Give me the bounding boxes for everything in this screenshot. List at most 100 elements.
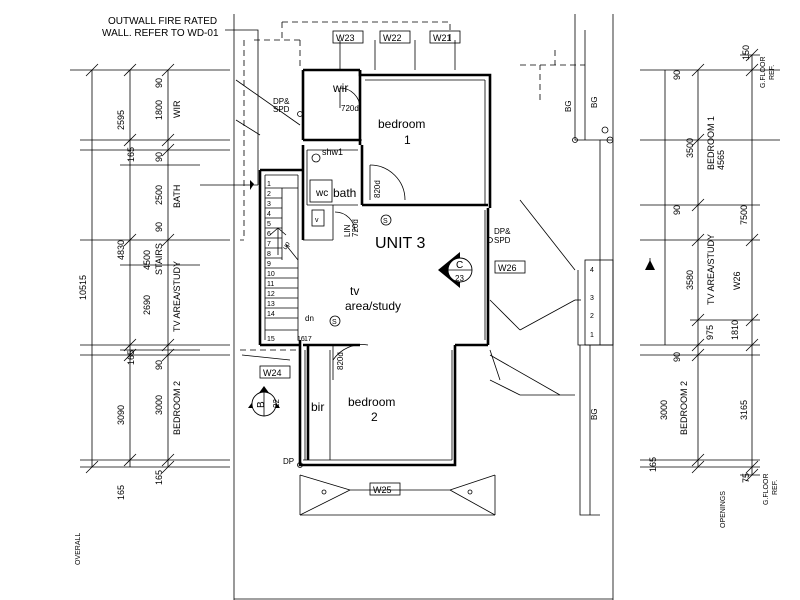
dim-2595: 2595 [116, 110, 126, 130]
dim-r-90-a: 90 [672, 70, 682, 80]
left-dimension-labels: 10515 OVERALL 2595 4830 3090 165 165 180… [75, 78, 182, 565]
dim-4500: 4500 [142, 250, 152, 270]
staircase [265, 187, 299, 331]
stair-step-17: 17 [304, 336, 312, 343]
window-w23-label: W23 [336, 33, 355, 43]
dim-r-3580: 3580 [685, 270, 695, 290]
window-tags: W23 W22 W21 W26 W24 W25 [259, 30, 526, 496]
stair-step-5: 5 [267, 221, 271, 228]
dim-90-a: 90 [154, 78, 164, 88]
dim-r-7500: 7500 [739, 205, 749, 225]
label-bedroom-2: BEDROOM 2 [172, 381, 182, 435]
section-b-letter: B [256, 401, 267, 408]
section-b-sheet: 22 [272, 399, 281, 408]
dim-r-90-b: 90 [672, 205, 682, 215]
dim-r-4565: 4565 [716, 150, 726, 170]
roof-lines [235, 14, 613, 516]
dim-165-left-c: 165 [154, 470, 164, 485]
stair-step-12: 12 [267, 291, 275, 298]
doors [332, 87, 406, 380]
bedroom-2-number: 2 [371, 410, 378, 424]
fire-wall-note: OUTWALL FIRE RATED WALL. REFER TO WD-01 [102, 16, 259, 186]
bedroom-1-number: 1 [404, 133, 411, 147]
label-stairs: STAIRS [154, 243, 164, 275]
door-720d-lin: 720d [351, 219, 360, 237]
dim-r-1810: 1810 [730, 320, 740, 340]
smoke-detector-1 [380, 214, 392, 226]
label-r-bedroom-1: BEDROOM 1 [706, 116, 716, 170]
section-c-letter: C [456, 260, 463, 271]
dp-spd-left-1: DP& [273, 97, 290, 106]
dim-2690: 2690 [142, 295, 152, 315]
dim-r-165: 165 [648, 457, 658, 472]
door-tags: 720d 820d LIN 720d 820d [336, 104, 382, 370]
dim-r-75: 75 [741, 473, 751, 483]
dim-3090: 3090 [116, 405, 126, 425]
section-marker-b: B 22 [248, 386, 281, 417]
stair-step-4: 4 [267, 211, 271, 218]
dim-90-b: 90 [154, 152, 164, 162]
wir-label: wir [332, 81, 348, 95]
walls [258, 40, 614, 467]
note-line-2: WALL. REFER TO WD-01 [102, 28, 219, 39]
right-dimensions [640, 48, 780, 482]
wc-label: wc [315, 188, 328, 199]
stair-step-7: 7 [267, 241, 271, 248]
bedroom-1-label: bedroom [378, 117, 425, 131]
window-w24-label: W24 [263, 368, 282, 378]
stair-step-1: 1 [267, 181, 271, 188]
bg-label-3: BG [590, 408, 599, 420]
label-r-bedroom-2: BEDROOM 2 [679, 381, 689, 435]
dim-90-c: 90 [154, 222, 164, 232]
smoke-detector-2-label: S [332, 319, 337, 326]
door-lin-label: LIN [343, 224, 352, 237]
stair-step-3: 3 [267, 201, 271, 208]
dim-r-3500: 3500 [685, 138, 695, 158]
room-labels: wir bedroom 1 shw1 bath wc UNIT 3 tv are… [305, 81, 425, 424]
left-dimensions [70, 63, 230, 474]
stair-step-2: 2 [267, 191, 271, 198]
tv-area-label-2: area/study [345, 299, 401, 313]
unit-label: UNIT 3 [375, 235, 425, 252]
dim-overall-label: OVERALL [75, 533, 82, 565]
stair-step-8: 8 [267, 251, 271, 258]
gfloor-ref-top-2: REF. [769, 65, 776, 80]
dim-4830: 4830 [116, 240, 126, 260]
stair-step-11: 11 [267, 281, 274, 288]
gfloor-ref-bottom-1: G.FLOOR [763, 473, 770, 505]
stair-step-9: 9 [267, 261, 271, 268]
dim-overall-value: 10515 [78, 275, 88, 300]
dp-spd-right-2: SPD [494, 236, 511, 245]
section-marker-c: C 23 [438, 252, 473, 288]
stair-step-6: 6 [267, 231, 271, 238]
dim-r-90-c: 90 [672, 352, 682, 362]
stair-step-13: 13 [267, 301, 275, 308]
dp-spd-right-1: DP& [494, 227, 511, 236]
dim-2500: 2500 [154, 185, 164, 205]
dim-165-left-a: 165 [126, 350, 136, 365]
downpipes [297, 111, 614, 495]
dp-spd-left-2: SPD [273, 105, 290, 114]
dim-1800: 1800 [154, 100, 164, 120]
label-wir: WIR [172, 100, 182, 118]
label-bath: BATH [172, 185, 182, 208]
north-arrow-marks [250, 180, 655, 270]
right-stair-step-2: 2 [590, 313, 594, 320]
dim-r-3165: 3165 [739, 400, 749, 420]
gfloor-ref-top-1: G.FLOOR [760, 56, 767, 88]
bg-label-2: BG [590, 96, 599, 108]
bathroom-fixtures: v [309, 153, 333, 227]
label-tv-area: TV AREA/STUDY [172, 261, 182, 332]
dim-r-3000: 3000 [659, 400, 669, 420]
window-w26-label: W26 [498, 263, 517, 273]
bir-label: bir [311, 400, 324, 414]
smoke-detector-1-label: S [383, 218, 388, 225]
window-w22-label: W22 [383, 33, 402, 43]
fixture-tags: DP& SPD DP& SPD DP BG BG BG [273, 96, 599, 466]
stair-numbers: 1 2 3 4 5 6 7 8 9 10 11 12 13 14 15 16 1… [267, 181, 594, 343]
openings-label: OPENINGS [720, 491, 727, 528]
right-stair-step-3: 3 [590, 295, 594, 302]
smoke-detector-2 [329, 315, 341, 327]
bath-label: bath [333, 186, 356, 200]
